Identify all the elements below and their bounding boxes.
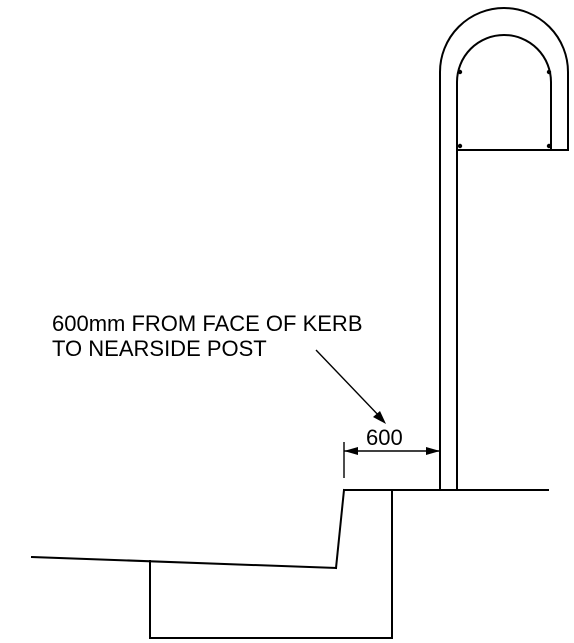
kerb-foundation: [149, 489, 393, 639]
post-outer-outline: [439, 7, 569, 491]
fixing-bolt-top-right: [546, 69, 552, 75]
kerb-face: [334, 488, 346, 570]
fixing-bolt-top-left: [457, 69, 463, 75]
annotation-line-2: TO NEARSIDE POST: [52, 336, 267, 361]
dimension-arrow-right: [426, 447, 440, 455]
fixing-bolt-bottom-left: [457, 143, 463, 149]
carriageway-surface-line: [30, 555, 338, 570]
annotation-line-1: 600mm FROM FACE OF KERB: [52, 311, 363, 336]
dimension-arrow-left: [344, 447, 358, 455]
annotation-leader-arrow: [373, 411, 386, 424]
annotation-leader-line: [315, 349, 384, 421]
dimension-value: 600: [366, 425, 403, 450]
fixing-bolt-bottom-right: [546, 143, 552, 149]
post-inner-outline: [456, 34, 552, 491]
